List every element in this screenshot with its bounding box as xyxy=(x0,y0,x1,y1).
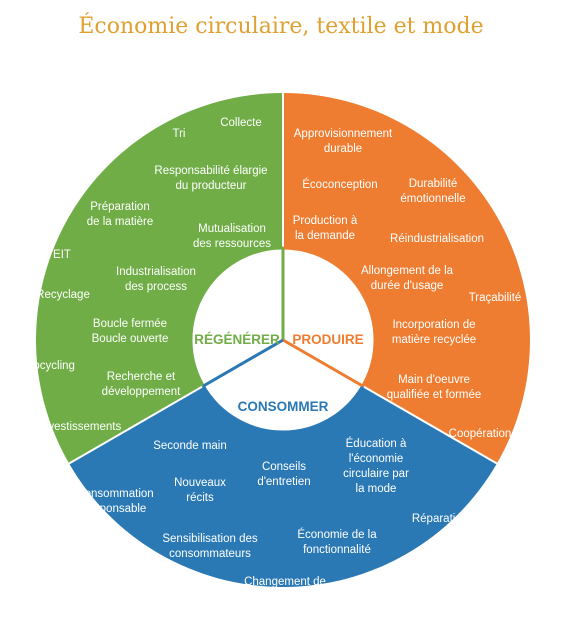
regenerer-item: EIT xyxy=(53,249,71,261)
hub-ring-consommer xyxy=(202,385,364,434)
regenerer-item: Upcycling xyxy=(25,360,75,372)
hub-divider-left xyxy=(202,338,284,388)
diagram-title: Économie circulaire, textile et mode xyxy=(78,14,484,39)
produire-item: Coopération xyxy=(449,428,512,440)
regenerer-item: Recyclage xyxy=(36,289,90,301)
produire-item: Écoconception xyxy=(302,178,377,191)
hub-divider-right xyxy=(282,338,364,388)
consommer-item: Réparation xyxy=(412,513,468,525)
regenerer-item: Tri xyxy=(173,128,186,140)
produire-item: Réindustrialisation xyxy=(390,233,484,245)
hub-label-consommer: CONSOMMER xyxy=(238,399,329,414)
hub-label-produire: PRODUIRE xyxy=(292,332,363,347)
consommer-item: Seconde main xyxy=(153,440,227,452)
regenerer-item: Collecte xyxy=(220,117,262,129)
hub-ring-regenerer xyxy=(189,246,284,387)
regenerer-item: Investissements xyxy=(39,421,122,433)
produire-item: Traçabilité xyxy=(469,292,522,304)
hub-ring-produire xyxy=(282,246,377,387)
sector-consommer xyxy=(69,340,497,587)
hub-label-regenerer: RÉGÉNÉRER xyxy=(194,332,280,347)
